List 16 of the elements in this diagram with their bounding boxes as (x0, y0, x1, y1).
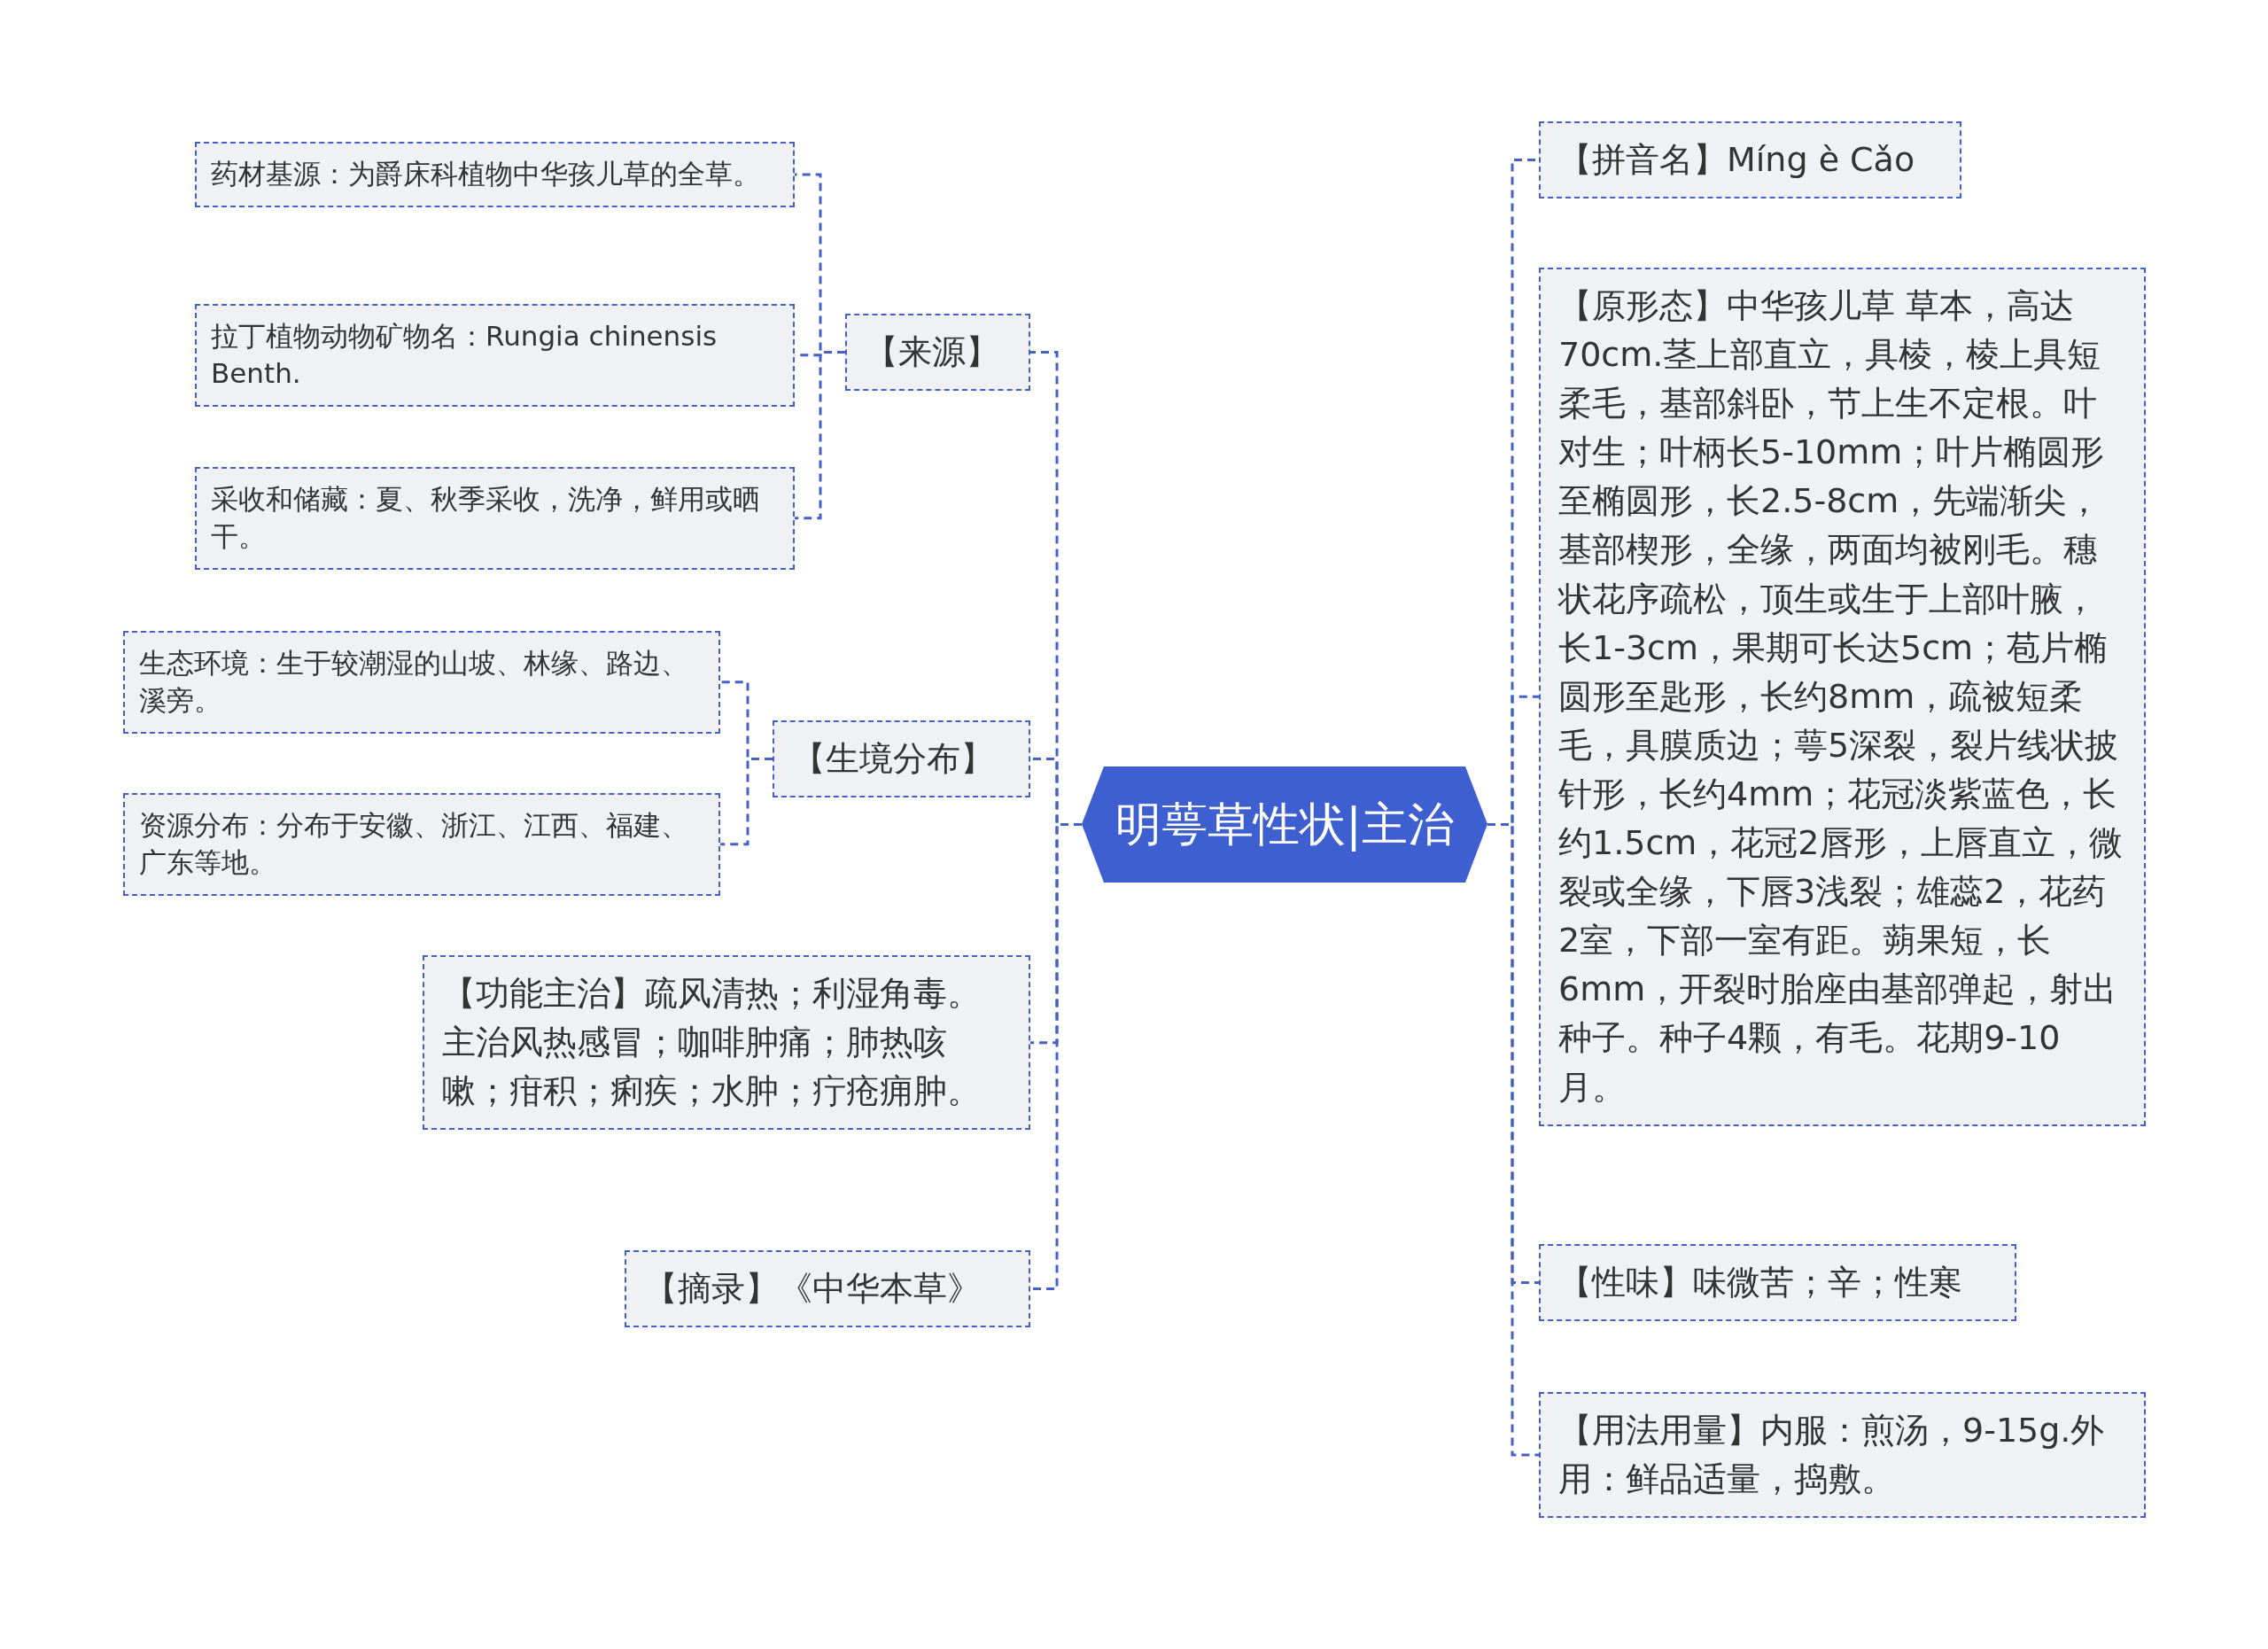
topic-box: 【功能主治】疏风清热；利湿角毒。主治风热感冒；咖啡肿痛；肺热咳嗽；疳积；痢疾；水肿；疔疮痈肿。 (423, 955, 1030, 1131)
topic-box: 【用法用量】内服：煎汤，9-15g.外用：鲜品适量，捣敷。 (1539, 1392, 2146, 1519)
topic-box: 【来源】 (845, 314, 1030, 392)
central-topic: 明萼草性状|主治 (1082, 766, 1487, 883)
topic-box: 【原形态】中华孩儿草 草本，高达70cm.茎上部直立，具棱，棱上具短柔毛，基部斜卧，节上生不定根。叶对生；叶柄长5-10mm；叶片椭圆形至椭圆形，长2.5-8cm，先端渐尖，基部楔形，全缘，两面均被刚毛。穗状花序疏松，顶生或生于上部叶腋，长1-3cm，果期可长达5cm；苞片椭圆形至匙形，长约8mm，疏被短柔毛，具膜质边；萼5深裂，裂片线状披针形，长约4mm；花冠淡紫蓝色，长约1.5cm，花冠2唇形，上唇直立，微裂或全缘，下唇3浅裂；雄蕊2，花药2室，下部一室有距。蒴果短，长6mm，开裂时胎座由基部弹起，射出种子。种子4颗，有毛。花期9-10月。 (1539, 268, 2146, 1126)
topic-box: 采收和储藏：夏、秋季采收，洗净，鲜用或晒干。 (195, 467, 795, 570)
topic-box: 拉丁植物动物矿物名：Rungia chinensis Benth. (195, 304, 795, 407)
topic-box: 【性味】味微苦；辛；性寒 (1539, 1244, 2016, 1322)
connector-line (720, 758, 773, 846)
topic-box: 资源分布：分布于安徽、浙江、江西、福建、广东等地。 (123, 793, 720, 896)
topic-box: 药材基源：为爵床科植物中华孩儿草的全草。 (195, 142, 795, 207)
topic-box: 【摘录】《中华本草》 (625, 1250, 1030, 1328)
topic-box: 【生境分布】 (773, 720, 1030, 798)
topic-box: 生态环境：生于较潮湿的山坡、林缘、路边、溪旁。 (123, 631, 720, 734)
connector-line (795, 351, 845, 520)
topic-box: 【拼音名】Míng è Cǎo (1539, 121, 1961, 199)
